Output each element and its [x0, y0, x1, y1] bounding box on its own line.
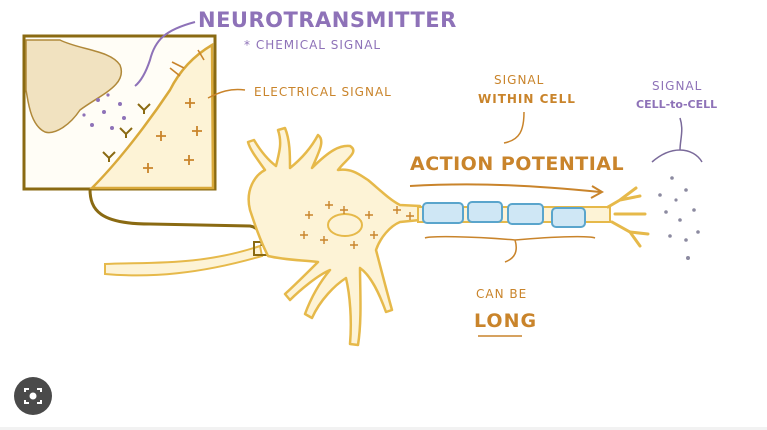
electrical-signal-label: ELECTRICAL SIGNAL — [254, 85, 392, 99]
can-be-label: CAN BE — [476, 287, 528, 301]
camera-lens-icon — [24, 388, 42, 404]
released-neurotransmitter — [658, 176, 700, 260]
myelin-sheaths — [422, 201, 586, 228]
chemical-signal-label: * CHEMICAL SIGNAL — [244, 38, 382, 52]
lens-button[interactable] — [14, 377, 52, 415]
action-potential-arrow — [409, 183, 601, 193]
bottom-divider — [0, 427, 767, 430]
neurotransmitter-label: NEUROTRANSMITTER — [198, 8, 457, 32]
action-potential-label: ACTION POTENTIAL — [410, 153, 625, 175]
signal-within-cell-label-2: WITHIN CELL — [478, 92, 576, 106]
signal-cell-to-cell-label-1: SIGNAL — [652, 79, 703, 93]
axon-terminal — [606, 186, 650, 248]
neuron-body — [246, 126, 422, 347]
within-cell-pointer — [503, 111, 525, 144]
cell-to-cell-bracket — [651, 117, 703, 163]
long-label: LONG — [474, 310, 538, 332]
synapse-inset — [22, 34, 217, 191]
long-bracket — [424, 235, 596, 263]
nucleus — [327, 213, 363, 237]
incoming-axon — [104, 244, 264, 277]
neurotransmitter-pointer — [134, 21, 196, 87]
signal-within-cell-label-1: SIGNAL — [494, 73, 545, 87]
signal-cell-to-cell-label-2: CELL-to-CELL — [636, 98, 718, 111]
inset-connector — [88, 188, 264, 247]
electrical-pointer — [207, 88, 246, 99]
